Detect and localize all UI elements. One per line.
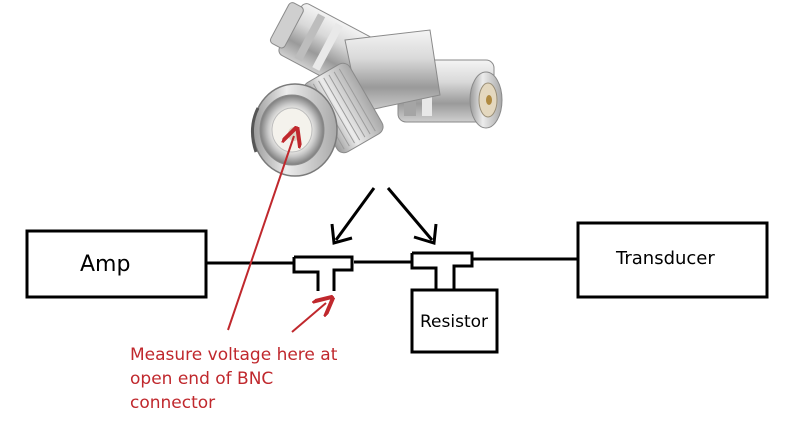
pointer-arrows bbox=[330, 187, 438, 245]
bnc-tee-right-symbol bbox=[410, 251, 474, 290]
resistor-label: Resistor bbox=[420, 312, 488, 332]
transducer-label: Transducer bbox=[616, 248, 715, 269]
measurement-note: Measure voltage here at open end of BNC … bbox=[130, 343, 390, 415]
bnc-tee-left-symbol bbox=[292, 255, 354, 291]
note-line-1: Measure voltage here at bbox=[130, 345, 338, 365]
red-pointer-lines bbox=[227, 136, 326, 333]
amp-block bbox=[25, 229, 208, 299]
wires bbox=[206, 257, 578, 265]
amp-label: Amp bbox=[80, 252, 131, 277]
note-line-2: open end of BNC bbox=[130, 369, 274, 389]
note-line-3: connector bbox=[130, 393, 216, 413]
